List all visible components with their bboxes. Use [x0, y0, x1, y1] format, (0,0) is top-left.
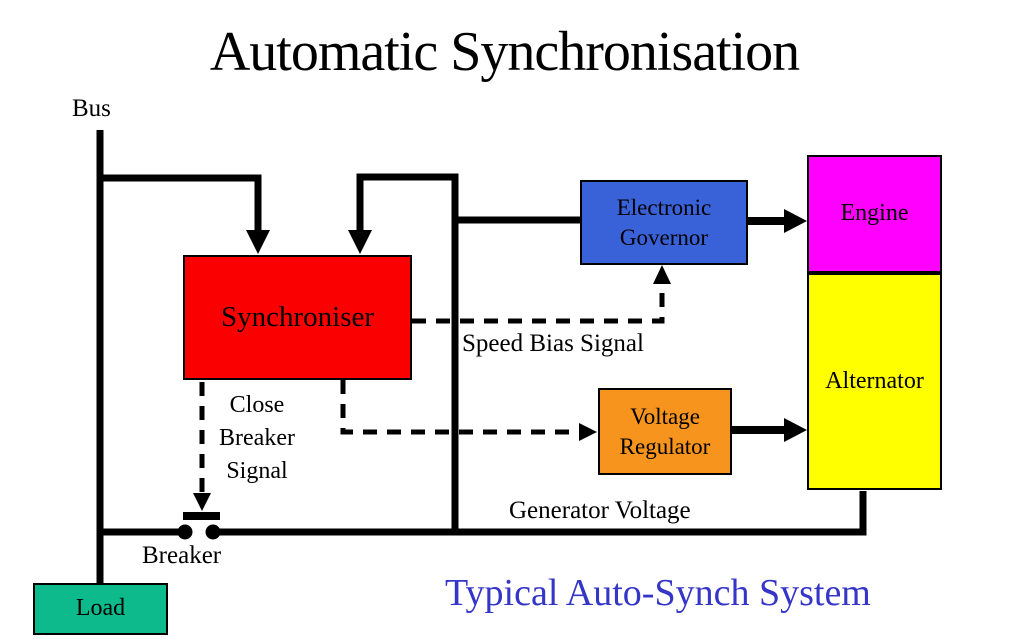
slide-title: Automatic Synchronisation: [209, 21, 800, 83]
slide-caption: Typical Auto-Synch System: [445, 572, 871, 614]
regulator-signal-arrowhead-icon: [579, 423, 597, 441]
electronic-governor-block: Electronic Governor: [580, 180, 748, 265]
bus-label: Bus: [72, 95, 111, 122]
engine-label: Engine: [840, 200, 909, 227]
close-breaker-signal-label: Close Breaker Signal: [219, 392, 295, 484]
generator-feedback-connector: [356, 173, 459, 533]
regulator-to-alternator-arrowhead-icon: [784, 418, 807, 442]
engine-block: Engine: [807, 155, 942, 273]
generator-voltage-label: Generator Voltage: [509, 497, 691, 524]
bus-to-synchroniser-connector: [97, 174, 262, 238]
electronic-governor-label: Electronic Governor: [616, 194, 712, 250]
breaker-blade-icon: [183, 512, 220, 520]
breaker-contact-right-icon: [205, 524, 221, 540]
generator-voltage-line: [97, 491, 867, 536]
breaker-contact-left-icon: [177, 524, 193, 540]
speed-bias-connector: [412, 281, 665, 324]
close-breaker-arrowhead-icon: [193, 493, 211, 511]
load-block: Load: [33, 583, 168, 635]
governor-to-engine-arrowhead-icon: [784, 209, 807, 233]
synchroniser-label: Synchroniser: [220, 300, 375, 333]
load-label: Load: [75, 595, 126, 622]
voltage-regulator-label: Voltage Regulator: [619, 403, 711, 459]
bus-to-synchroniser-arrowhead-icon: [246, 230, 270, 254]
breaker-label: Breaker: [142, 542, 222, 569]
speed-bias-signal-label: Speed Bias Signal: [462, 330, 644, 357]
alternator-label: Alternator: [825, 367, 924, 394]
regulator-signal-connector: [340, 380, 580, 435]
synchroniser-block: Synchroniser: [183, 255, 412, 380]
voltage-regulator-block: Voltage Regulator: [598, 388, 732, 475]
generator-feedback-arrowhead-icon: [348, 230, 372, 254]
alternator-block: Alternator: [807, 273, 942, 490]
speed-bias-arrowhead-icon: [653, 265, 671, 284]
breaker-symbol: [177, 512, 221, 540]
